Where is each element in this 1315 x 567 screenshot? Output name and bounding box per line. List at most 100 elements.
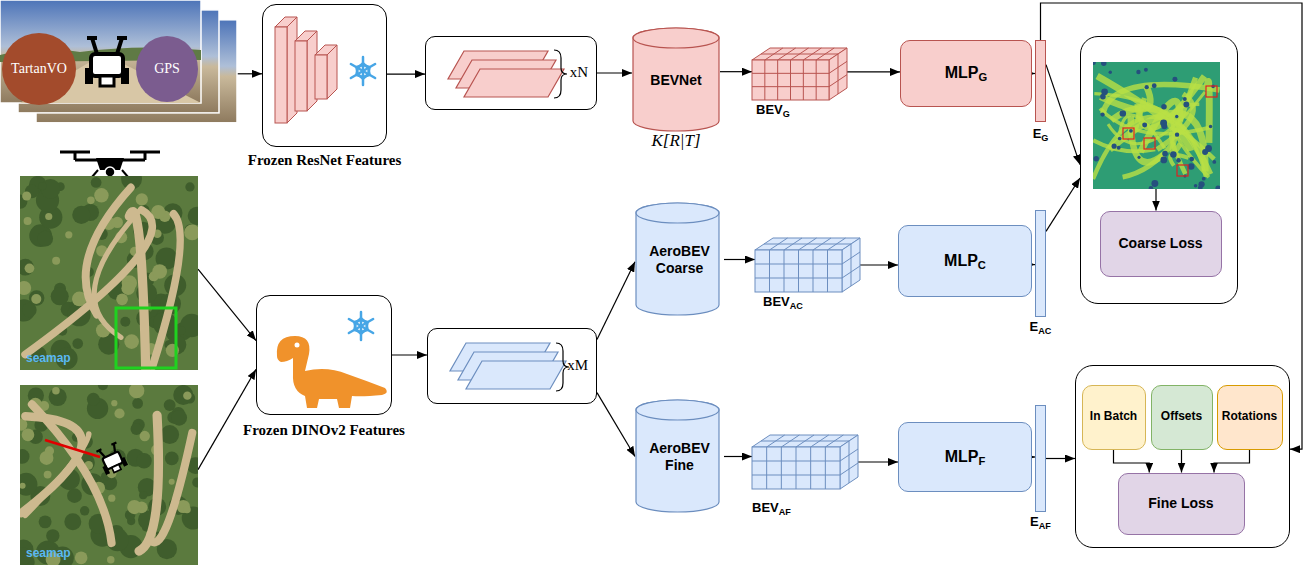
node-figure bbox=[25, 263, 35, 273]
node-figure bbox=[327, 45, 337, 99]
snowflake-icon bbox=[365, 70, 372, 79]
node-label: TartanVO bbox=[11, 61, 67, 77]
process-box: MLPF bbox=[898, 422, 1032, 492]
node-figure bbox=[52, 387, 60, 395]
node-figure bbox=[51, 287, 69, 305]
node-figure bbox=[777, 60, 778, 100]
connector-arrow bbox=[392, 354, 427, 355]
node-figure bbox=[827, 250, 828, 292]
node-figure bbox=[315, 55, 327, 99]
node-figure bbox=[1093, 62, 1220, 189]
snowflake-icon bbox=[347, 312, 375, 340]
node-figure bbox=[1201, 176, 1205, 180]
robot-icon bbox=[91, 54, 123, 76]
sample-box bbox=[1123, 128, 1134, 139]
node-figure bbox=[315, 45, 337, 99]
node-label: AC bbox=[790, 301, 803, 311]
node-label: In Batch bbox=[1090, 410, 1137, 424]
connector-arrow bbox=[1041, 3, 1303, 449]
connector-arrow bbox=[860, 264, 898, 265]
feature-stack: xN bbox=[425, 36, 597, 110]
node-figure bbox=[185, 182, 194, 191]
bev-grid: BEVAC bbox=[755, 238, 860, 292]
node-figure bbox=[67, 488, 82, 503]
node-label: AeroBEV Fine bbox=[640, 440, 719, 472]
node-figure bbox=[20, 385, 198, 565]
node-figure bbox=[1093, 62, 1220, 189]
node-figure bbox=[139, 415, 158, 551]
node-figure bbox=[752, 73, 829, 74]
node-figure bbox=[295, 343, 300, 348]
connector-arrow bbox=[1181, 450, 1182, 473]
process-box: MLPG bbox=[900, 40, 1032, 107]
robot-icon bbox=[100, 76, 114, 86]
node-figure bbox=[52, 257, 60, 265]
node-figure bbox=[1122, 142, 1173, 177]
node-figure bbox=[182, 507, 198, 530]
node-label: G bbox=[979, 72, 988, 84]
node-figure bbox=[466, 361, 566, 389]
connector-arrow bbox=[720, 71, 752, 72]
node-figure bbox=[111, 400, 117, 406]
node-figure bbox=[1101, 88, 1108, 95]
node-figure bbox=[752, 435, 858, 489]
brace bbox=[556, 343, 569, 391]
node-figure bbox=[20, 176, 198, 370]
node-label: MLP bbox=[945, 448, 979, 465]
node-figure bbox=[633, 28, 719, 48]
node-label: BEV bbox=[763, 294, 790, 309]
node-figure bbox=[295, 41, 307, 111]
node-figure bbox=[188, 207, 198, 225]
node-label: G bbox=[783, 109, 790, 119]
node-figure bbox=[129, 385, 144, 398]
node-figure bbox=[116, 293, 128, 305]
node-figure bbox=[784, 250, 785, 292]
node-figure bbox=[151, 433, 192, 543]
connector-arrow bbox=[724, 259, 755, 260]
node-figure bbox=[636, 203, 719, 223]
process-box: Rotations bbox=[1217, 385, 1283, 450]
node-label: Fine Loss bbox=[1148, 495, 1213, 511]
node-label: xN bbox=[570, 64, 588, 81]
node-figure bbox=[752, 48, 847, 100]
node-label: seamap bbox=[26, 352, 71, 366]
node-figure bbox=[49, 388, 67, 406]
node-figure bbox=[781, 447, 782, 489]
node-figure bbox=[752, 461, 840, 462]
node-figure bbox=[112, 217, 123, 228]
dinosaur-icon bbox=[277, 336, 387, 408]
network-cylinder: AeroBEV Coarse bbox=[635, 203, 724, 316]
robot-icon bbox=[85, 68, 93, 84]
snowflake-icon bbox=[349, 57, 377, 85]
snowflake-icon bbox=[349, 319, 373, 333]
node-figure bbox=[1101, 62, 1106, 66]
snowflake-icon bbox=[351, 64, 375, 78]
drone-icon bbox=[60, 152, 160, 177]
network-cylinder: BEVNetK[R|T] bbox=[632, 28, 720, 132]
node-figure bbox=[20, 176, 198, 370]
node-label: AC bbox=[1038, 326, 1051, 336]
node-figure bbox=[1117, 136, 1121, 140]
connector-arrow bbox=[1046, 458, 1075, 459]
node-figure bbox=[45, 213, 52, 220]
node-figure bbox=[761, 441, 849, 442]
node-figure bbox=[752, 60, 829, 100]
node-figure bbox=[22, 191, 31, 200]
robot-icon bbox=[96, 449, 101, 451]
node-figure bbox=[1193, 183, 1197, 187]
robot-icon bbox=[120, 457, 128, 467]
process-box: Coarse Loss bbox=[1100, 211, 1222, 277]
photo-stack: TartanVOGPS bbox=[0, 0, 237, 123]
node-figure bbox=[752, 475, 840, 476]
robot-icon bbox=[112, 464, 121, 472]
node-figure bbox=[39, 515, 52, 528]
node-label: Rotations bbox=[1222, 410, 1277, 424]
node-label: Coarse Loss bbox=[1118, 235, 1202, 251]
node-figure bbox=[1175, 114, 1178, 117]
node-figure bbox=[636, 400, 719, 420]
node-figure bbox=[636, 203, 719, 315]
node-figure bbox=[192, 477, 198, 487]
node-figure bbox=[38, 182, 46, 190]
connector-arrow bbox=[198, 269, 256, 340]
node-figure bbox=[171, 410, 187, 426]
